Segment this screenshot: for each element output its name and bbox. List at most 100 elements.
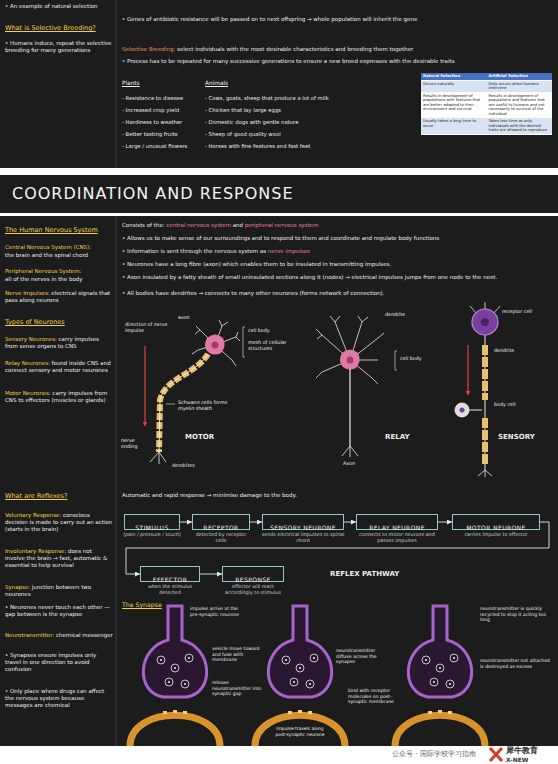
text-block: SENSORY (498, 433, 548, 442)
reflex-box: RESPONSEeffector will react accordingly … (222, 566, 284, 582)
note-text: • An example of natural selection (5, 3, 98, 9)
part-label: dendrite (385, 312, 405, 317)
relay-neurone (340, 350, 360, 370)
list-item: - Large / unusual flowers (122, 143, 187, 149)
motor-neurone (243, 327, 245, 357)
box-caption: when the stimulus detected (138, 584, 202, 596)
part-label: Schwann cells forms myelin sheath (178, 400, 227, 411)
text-block: all of the nerves in the body (5, 276, 113, 283)
text-block: Schwann cells forms myelin sheath (178, 400, 228, 412)
list-item: - Increased crop yield (122, 107, 179, 113)
motor-neurone (166, 404, 175, 405)
text-block: neurotransmitter diffuse across the syna… (336, 648, 392, 665)
text-block: Selective Breeding:select individuals wi… (122, 46, 552, 53)
text-block: RELAY (385, 433, 425, 442)
text-block: impulse travels along post-synaptic neur… (272, 726, 328, 737)
logo-text: X-NEW (506, 756, 528, 763)
text-block: Plants (122, 80, 197, 87)
flow-arrow (180, 522, 192, 523)
definition: chemical messenger (56, 632, 113, 638)
text-block: What is Selective Breeding? (5, 24, 113, 32)
heading: The Human Nervous System (5, 226, 98, 234)
text-block: Neurotransmitter:chemical messenger (5, 632, 113, 639)
title-band (0, 175, 558, 213)
reflex-box: SENSORY NEURONEsends electrical impulses… (262, 514, 344, 530)
text-block: bind with receptor molecules on post-syn… (348, 688, 404, 705)
text-block: Automatic and rapid response → minimise … (122, 492, 552, 499)
part-label: cell body (248, 328, 270, 333)
text-block: Voluntary Response:conscious decision is… (5, 512, 113, 533)
column-heading: Plants (122, 80, 140, 86)
text-block: Synapse:junction between two neurones (5, 584, 113, 598)
definition: select individuals with the most desirab… (177, 46, 413, 52)
heading: What is Selective Breeding? (5, 24, 96, 32)
text-block: axon (178, 315, 200, 321)
synapse-drawing (395, 606, 485, 746)
text-block: Relay Neurones:found inside CNS and conn… (5, 360, 113, 374)
motor-neurone (192, 320, 240, 366)
text-block: - Horses with fine features and fast fee… (205, 143, 415, 150)
text-block: Involuntary Response:does not involve th… (5, 548, 113, 569)
table-cell: Natural Selection (421, 73, 487, 81)
text-block: - Cows, goats, sheep that produce a lot … (205, 95, 415, 102)
flow-arrow (200, 574, 222, 575)
motor-neurone (212, 342, 219, 349)
part-label: impulse arrive at the pre-synaptic neuro… (190, 606, 239, 617)
definition: Relay Neurones: (5, 360, 50, 366)
sensory-neurone (481, 318, 489, 326)
part-label: direction of nerve impulse (125, 322, 167, 333)
text-block: Motor Neurones:carry impulses from CNS t… (5, 390, 113, 404)
part-label: neurotransmitter diffuse across the syna… (336, 648, 377, 664)
motor-neurone (144, 346, 145, 426)
list-item: - Cows, goats, sheep that produce a lot … (205, 95, 329, 101)
sensory-neurone (482, 345, 488, 400)
definition: Neurotransmitter: (5, 632, 54, 638)
text-block: • Information is sent through the nervou… (122, 248, 552, 255)
term: Central Nervous System (CNS): (5, 244, 91, 250)
definition: Motor Neurones: (5, 390, 51, 396)
definition: Involuntary Response: (5, 548, 66, 554)
sensory-neurone (472, 309, 498, 335)
definition: Sensory Neurones: (5, 336, 57, 342)
text-block: • Genes of antibiotic resistance will be… (122, 16, 552, 23)
text-block: • Only place where drugs can affect the … (5, 688, 113, 709)
text-block: The Human Nervous System (5, 226, 113, 234)
sensory-neurone (485, 335, 486, 470)
text-block: release neurotransmitter into synaptic g… (212, 680, 262, 697)
relay-neurone (347, 357, 354, 364)
note-text: • All bodies have dendrites → connects t… (122, 290, 385, 296)
table-cell: Usually takes a long time to occur (421, 118, 487, 135)
note-text: • Neurones have a long fibre (axon) whic… (122, 261, 391, 267)
reflex-box: STIMULUS(pain / pressure / touch) (124, 514, 180, 530)
table-cell: Results in development of populations wi… (421, 93, 487, 119)
definition: Selective Breeding: (122, 46, 175, 52)
text-block: What are Reflexes? (5, 492, 113, 500)
text-block: nerve ending (121, 438, 151, 450)
definition: all of the nerves in the body (5, 276, 83, 282)
text-block: Consists of the:central nervous systeman… (122, 222, 552, 229)
note-text: • Genes of antibiotic resistance will be… (122, 16, 417, 22)
reflex-box: RECEPTORdetected by receptor cells (192, 514, 250, 530)
text-block: mesh of cellular structures (248, 340, 300, 352)
note-text: • Humans induce, repeat the selective br… (5, 40, 111, 53)
definition: Nerve Impulses: (5, 290, 50, 296)
logo-text: 犀牛教育 (506, 746, 538, 755)
text-block: cell body (248, 328, 293, 334)
text-block: - Hardiness to weather (122, 119, 202, 126)
part-label: axon (178, 315, 190, 320)
text-block: Central Nervous System (CNS): (5, 244, 113, 251)
text-block: the brain and the spinal chord (5, 252, 113, 259)
definition: Voluntary Response: (5, 512, 61, 518)
text-block: • Axon insulated by a fatty sheath of sm… (122, 274, 552, 281)
text-block: 犀牛教育 (506, 746, 556, 756)
part-label: cell body (400, 356, 422, 361)
note-text: • Neurones never touch each other — gap … (5, 604, 110, 617)
list-item: - Domestic dogs with gentle nature (205, 119, 298, 125)
text-block: - Large / unusual flowers (122, 143, 202, 150)
text-block: impulse arrive at the pre-synaptic neuro… (190, 606, 242, 617)
term: Peripheral Nervous System: (5, 268, 81, 274)
text-block: • An example of natural selection (5, 3, 113, 10)
text-block: - Resistance to disease (122, 95, 202, 102)
text-block: • Humans induce, repeat the selective br… (5, 40, 113, 54)
neurone-name: MOTOR (185, 433, 214, 441)
